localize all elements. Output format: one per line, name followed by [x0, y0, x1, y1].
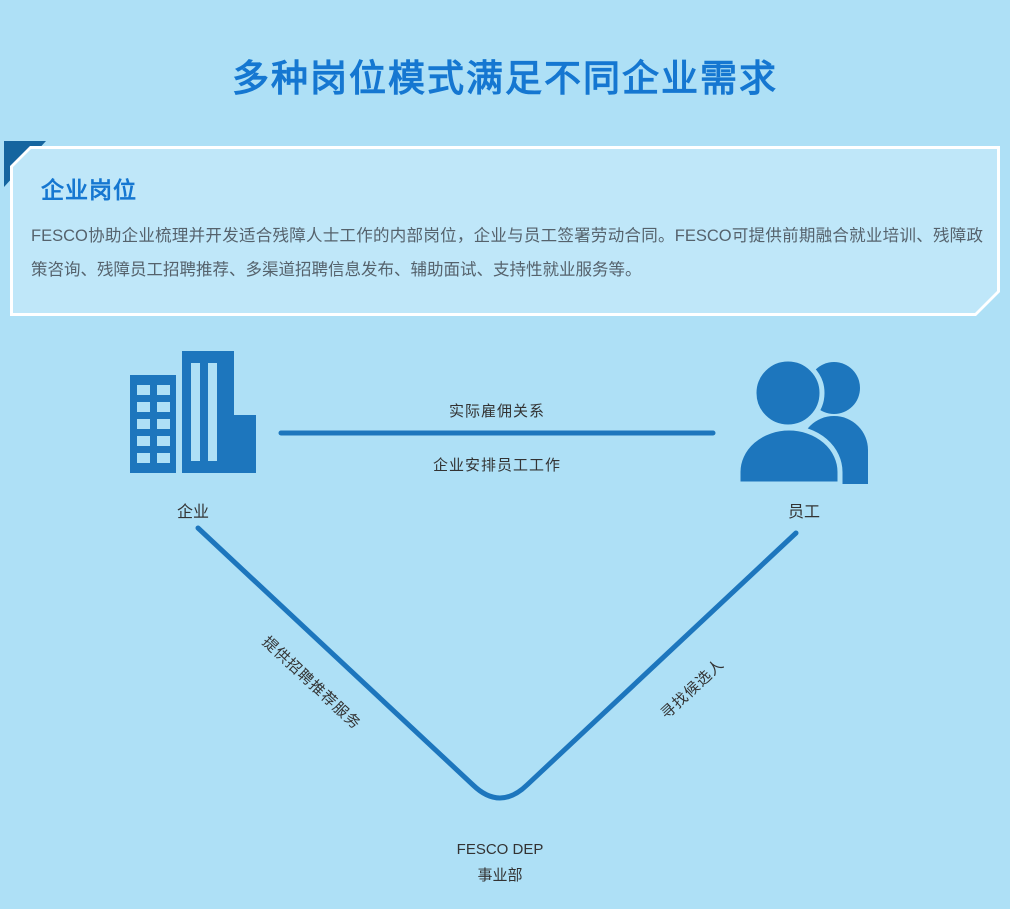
- panel-heading: 企业岗位: [41, 177, 137, 203]
- v-shape-line: [195, 525, 799, 801]
- people-icon: [735, 356, 868, 484]
- fesco-dep-line1: FESCO DEP: [456, 841, 544, 858]
- diagram-lines: [195, 430, 799, 801]
- page-title: 多种岗位模式满足不同企业需求: [232, 58, 778, 99]
- edge-label-employment-relation: 实际雇佣关系: [448, 403, 545, 420]
- fesco-dep-node-label: FESCO DEP 事业部: [380, 837, 620, 889]
- panel-body-text: FESCO协助企业梳理并开发适合残障人士工作的内部岗位，企业与员工签署劳动合同。…: [31, 227, 983, 279]
- company-position-panel: 企业岗位 FESCO协助企业梳理并开发适合残障人士工作的内部岗位，企业与员工签署…: [10, 146, 1000, 316]
- edge-label-company-assigns-work: 企业安排员工工作: [432, 457, 561, 474]
- panel-background: 企业岗位 FESCO协助企业梳理并开发适合残障人士工作的内部岗位，企业与员工签署…: [13, 149, 997, 313]
- company-node-label: 企业: [176, 504, 209, 521]
- employee-node-label: 员工: [787, 504, 820, 521]
- building-icon: [130, 351, 256, 473]
- fesco-dep-line2: 事业部: [477, 867, 523, 884]
